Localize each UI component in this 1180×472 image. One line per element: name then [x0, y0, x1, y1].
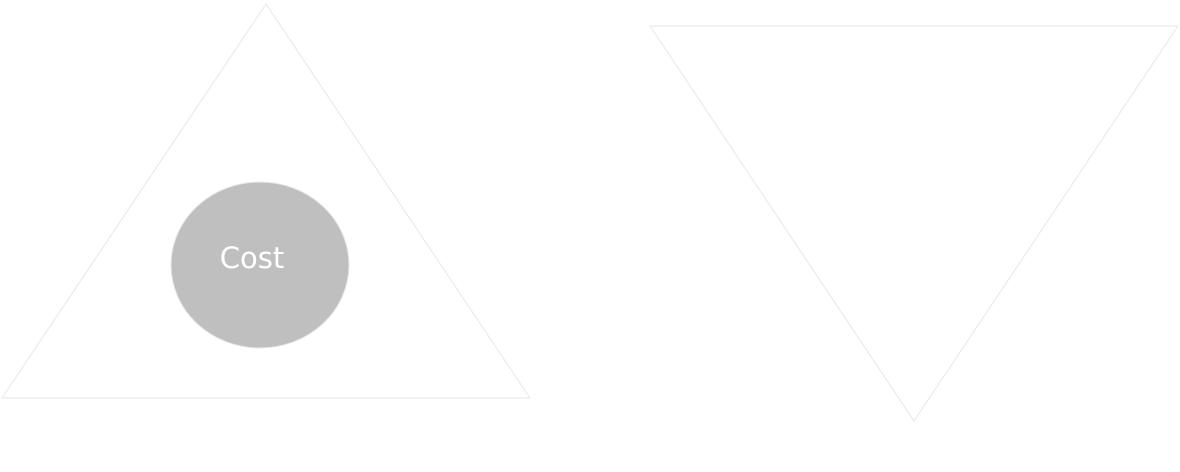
cost-node: Cost [170, 181, 350, 349]
cost-bubble [170, 181, 350, 349]
cost-label: Cost [220, 241, 284, 275]
downward-triangle [648, 25, 1180, 423]
